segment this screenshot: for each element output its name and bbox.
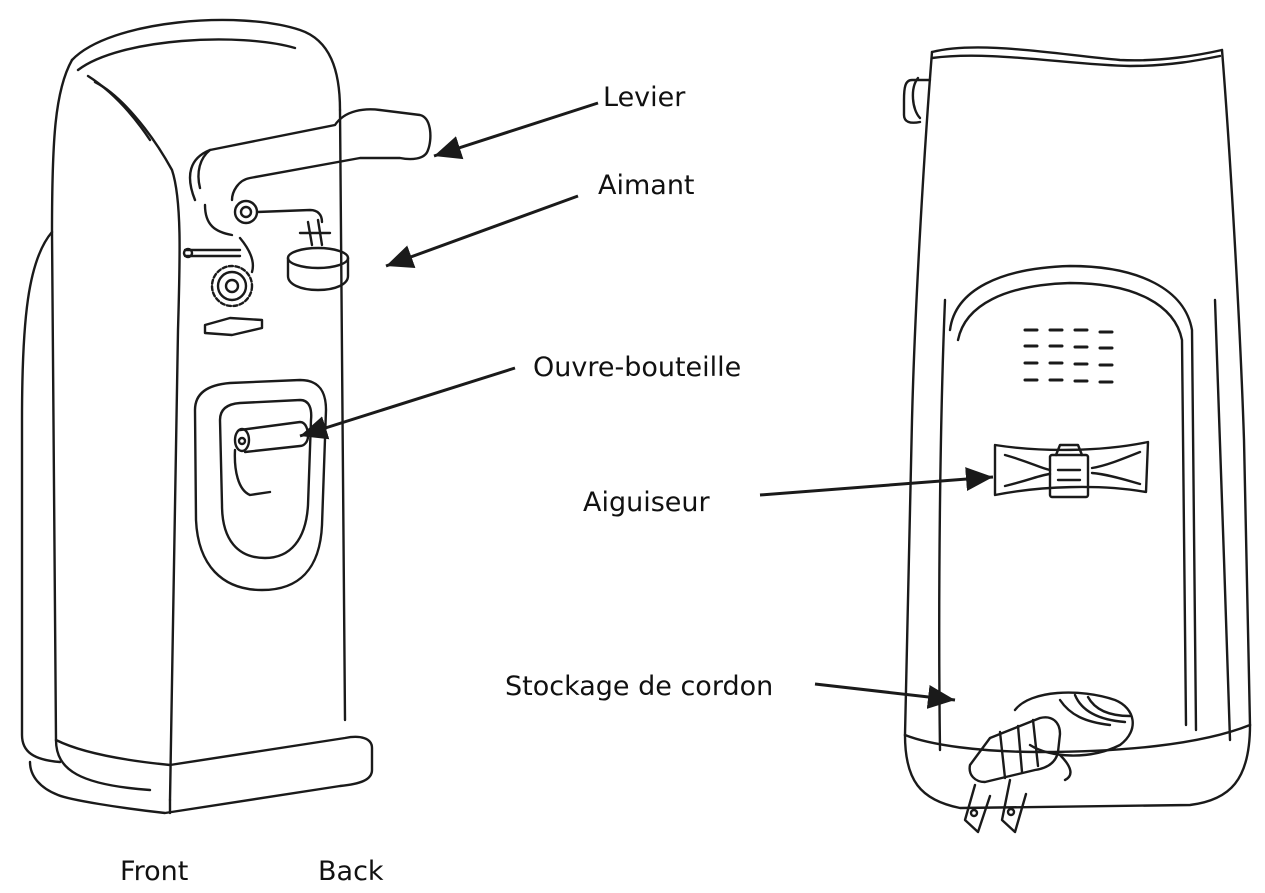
arrow-magnet: [385, 194, 579, 269]
label-bottle-opener: Ouvre-bouteille: [533, 352, 742, 383]
front-view-illustration: [20, 18, 432, 815]
label-lever: Levier: [603, 82, 686, 113]
arrow-sharpener: [759, 467, 994, 497]
arrow-cord-storage: [814, 682, 956, 709]
label-cord-storage: Stockage de cordon: [505, 671, 774, 702]
arrow-lever: [433, 101, 599, 160]
label-sharpener: Aiguiseur: [583, 487, 710, 518]
back-view-illustration: [902, 46, 1252, 834]
callout-arrows: [299, 101, 994, 709]
arrow-bottle-opener: [299, 366, 516, 440]
caption-front: Front: [120, 856, 189, 887]
caption-back: Back: [318, 856, 384, 887]
label-magnet: Aimant: [598, 170, 695, 201]
